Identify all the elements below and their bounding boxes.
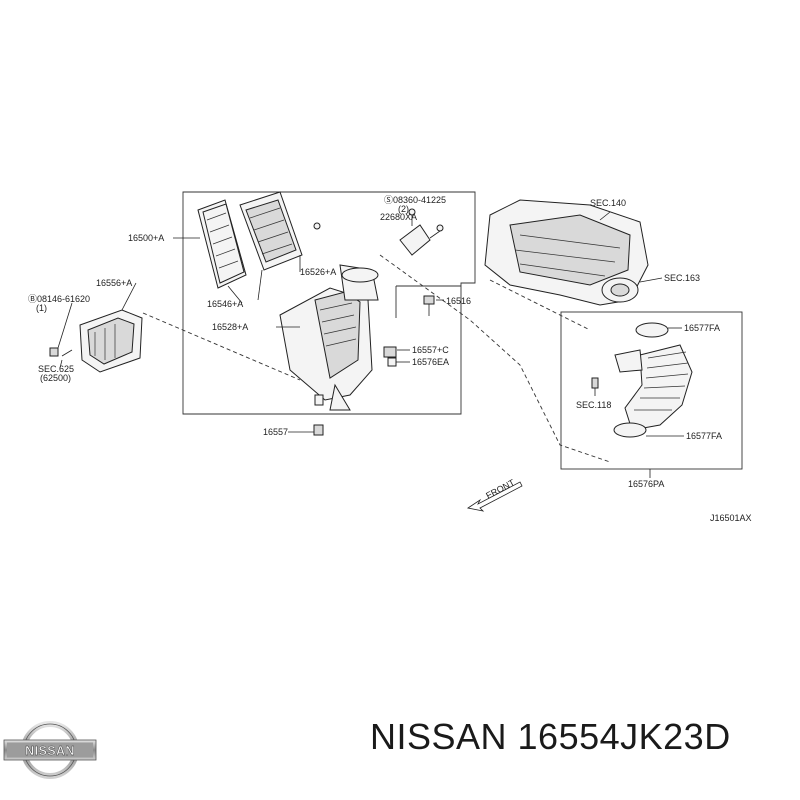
label-08146: Ⓑ08146-61620: [28, 294, 90, 304]
maf-sensor: [399, 208, 444, 256]
air-cleaner-body: [279, 264, 379, 411]
label-sec140: SEC.140: [590, 198, 626, 208]
dashed-link-engine: [489, 279, 591, 331]
label-16577fa-bot: 16577FA: [686, 431, 722, 441]
label-16528a: 16528+A: [212, 322, 248, 332]
tube-frame: [560, 311, 743, 470]
label-sec625-sub: (62500): [40, 373, 71, 383]
label-16500a: 16500+A: [128, 233, 164, 243]
assembly-frame: [182, 191, 476, 415]
label-16556a: 16556+A: [96, 278, 132, 288]
dashed-link-duct: [142, 312, 301, 381]
product-title: NISSAN 16554JK23D: [370, 716, 731, 757]
bolt-16516: [423, 295, 435, 316]
label-16577fa-top: 16577FA: [684, 323, 720, 333]
air-inlet-duct: [49, 309, 143, 373]
label-16557c: 16557+C: [412, 345, 449, 355]
label-16557: 16557: [263, 427, 288, 437]
label-16546a: 16546+A: [207, 299, 243, 309]
label-16516: 16516: [446, 296, 471, 306]
parts-diagram: 16500+A 16556+A Ⓑ08146-61620 (1) SEC.625…: [28, 191, 752, 523]
intake-manifold: [484, 199, 649, 306]
air-cleaner-cover: [239, 191, 321, 271]
label-sec163: SEC.163: [664, 273, 700, 283]
air-duct-tube: [591, 322, 693, 438]
label-08146-qty: (1): [36, 303, 47, 313]
air-filter-element: [197, 199, 247, 289]
label-16576pa: 16576PA: [628, 479, 664, 489]
front-arrow: [466, 481, 523, 512]
label-08360: Ⓢ08360-41225: [384, 195, 446, 205]
grommet-16557: [313, 424, 324, 436]
label-22680xa: 22680XA: [380, 212, 417, 222]
label-16526a: 16526+A: [300, 267, 336, 277]
label-sec118: SEC.118: [576, 400, 611, 410]
diagram-code: J16501AX: [710, 513, 752, 523]
dashed-link-tube: [379, 254, 611, 463]
logo-wordmark: NISSAN: [25, 744, 75, 758]
label-sec625: SEC.625: [38, 364, 74, 374]
label-16576ea: 16576EA: [412, 357, 449, 367]
label-08360-qty: (2): [398, 204, 409, 214]
grommet-16557c: [383, 346, 397, 367]
nissan-logo: NISSAN: [3, 721, 97, 779]
